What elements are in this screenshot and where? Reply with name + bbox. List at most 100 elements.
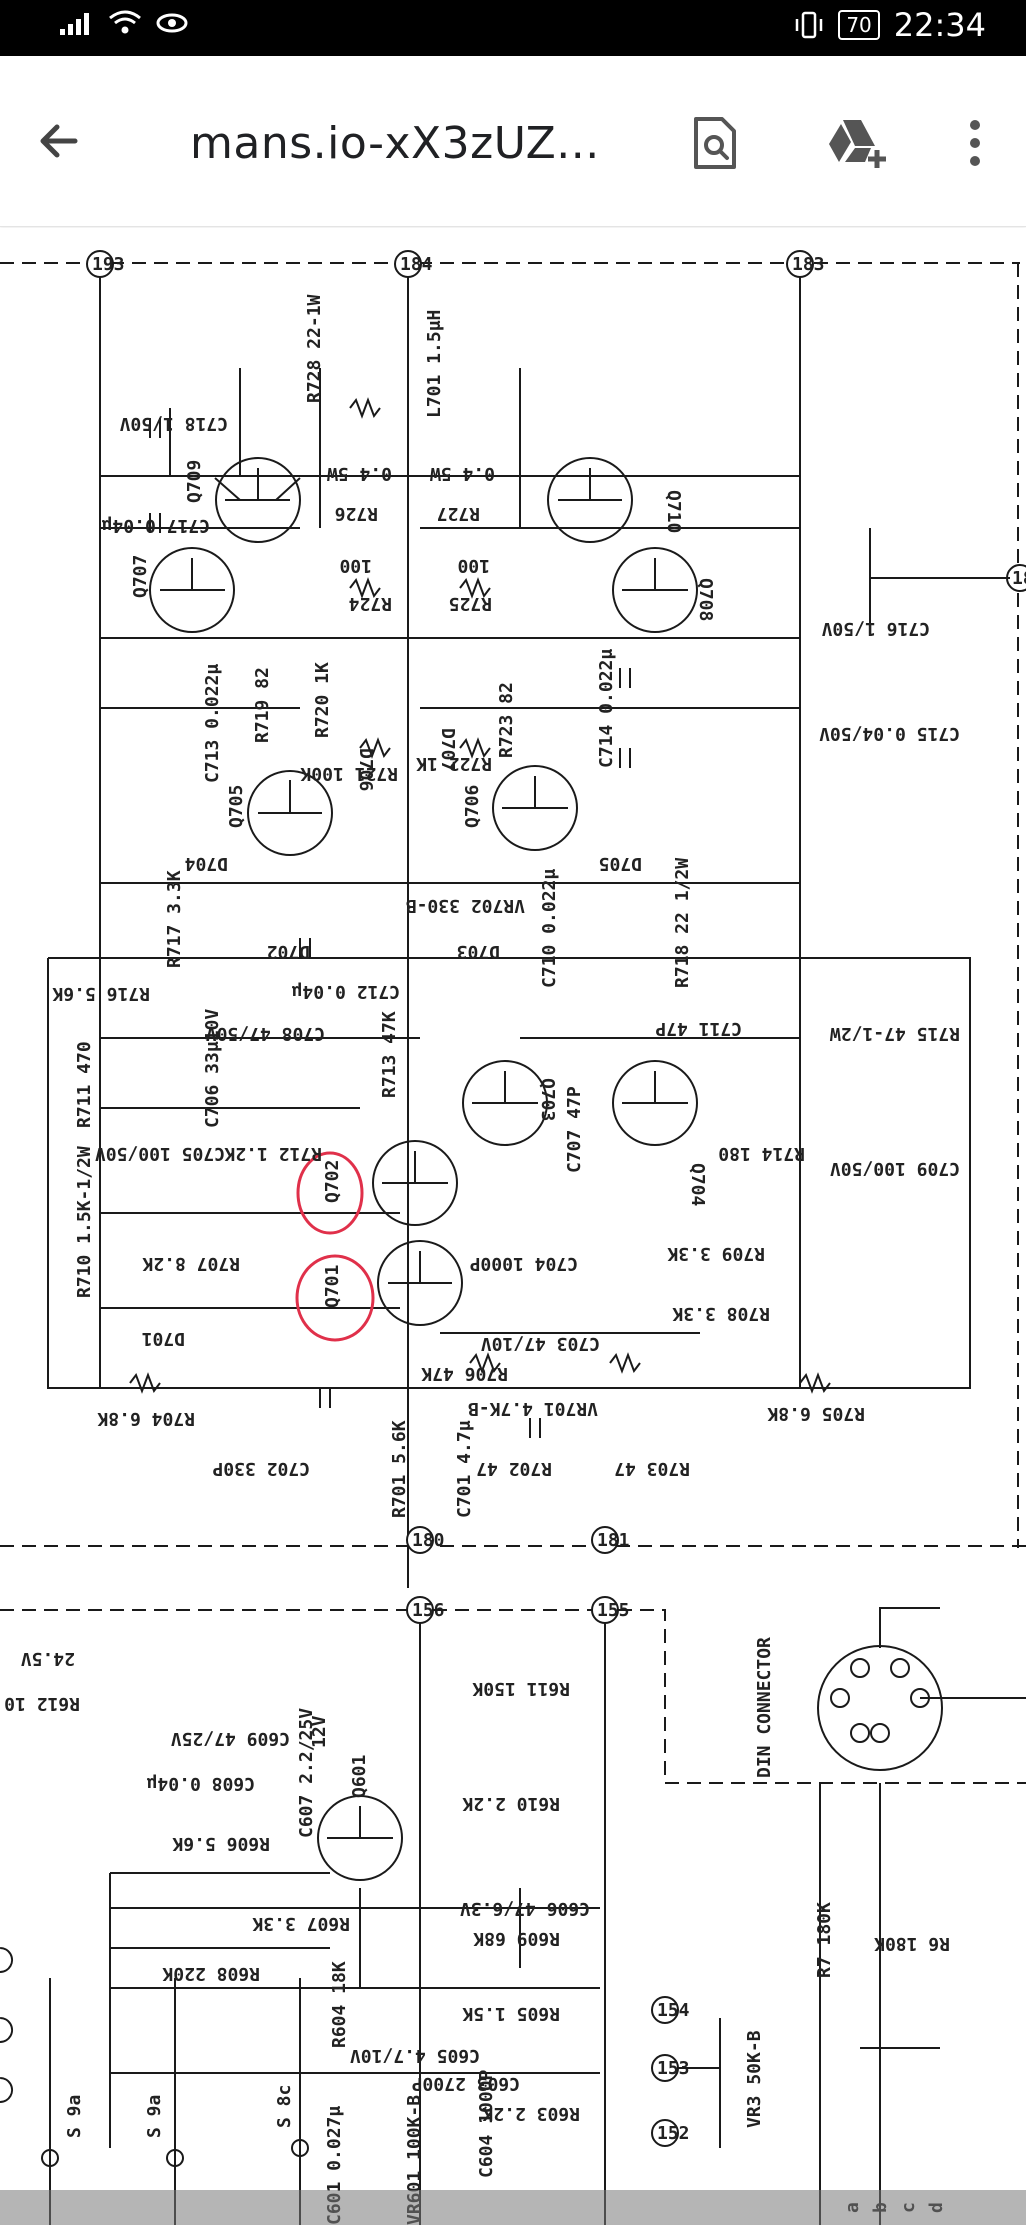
label-din: DIN CONNECTOR (754, 1637, 775, 1778)
label-l701: L701 1.5μH (424, 310, 445, 418)
label-c702: C702 330P (212, 1458, 310, 1479)
label-r608: R608 220K (162, 1963, 260, 1984)
clock: 22:34 (893, 6, 986, 44)
label-r703: R703 47 (614, 1458, 690, 1479)
label-r604: R604 18K (329, 1961, 350, 2048)
node-label-153: 153 (657, 2058, 690, 2079)
label-r726: R726 (335, 503, 378, 524)
drive-add-icon (829, 120, 886, 168)
label-d706: D706 (355, 748, 376, 791)
transistor-q701 (377, 1240, 463, 1326)
node-label-180: 180 (412, 1530, 445, 1551)
label-r712: R712 1.2K (224, 1143, 322, 1164)
label-c605: C605 4.7/10V (350, 2045, 480, 2066)
label-c717: C717 0.04μ (101, 515, 210, 536)
label-r610: R610 2.2K (462, 1793, 560, 1814)
label-w04b: 0.4 5W (430, 463, 495, 484)
label-r702: R702 47 (476, 1458, 552, 1479)
app-bar: mans.io-xX3zUZ... (0, 56, 1026, 227)
label-q705: Q705 (226, 785, 247, 828)
label-r609: R609 68K (473, 1928, 560, 1949)
node-182: 182 (1006, 564, 1026, 592)
label-w04a: 0.4 5W (327, 463, 392, 484)
label-q709: Q709 (184, 460, 205, 503)
label-r709: R709 3.3K (667, 1243, 765, 1264)
label-r718: R718 22 1/2W (672, 858, 693, 988)
signal-icon (60, 13, 89, 35)
label-q706: Q706 (462, 785, 483, 828)
label-r724: R724 (348, 593, 392, 614)
label-s9a2: S 9a (144, 2095, 165, 2138)
label-c713: C713 0.022μ (202, 664, 223, 783)
label-r704: R704 6.8K (97, 1408, 195, 1429)
label-q708: Q708 (695, 578, 716, 621)
label-r705: R705 6.8K (767, 1403, 865, 1424)
more-vert-icon (970, 120, 980, 166)
label-c708: C708 47/50V (206, 1023, 325, 1044)
label-c706: C706 33μ10V (202, 1009, 223, 1128)
label-c609: C609 47/25V (171, 1728, 290, 1749)
eye-icon (156, 13, 188, 33)
node-label-154: 154 (657, 2000, 690, 2021)
label-v24: 24.5V (21, 1648, 75, 1669)
label-c718: C718 1/50V (119, 413, 228, 434)
label-v12: 12V (309, 1715, 330, 1748)
find-in-document-button[interactable] (680, 108, 750, 178)
label-r607: R607 3.3K (252, 1913, 350, 1934)
document-search-icon (694, 117, 736, 169)
transistor-q706 (492, 765, 578, 851)
label-r714: R714 180 (718, 1143, 805, 1164)
transistor-q601 (317, 1795, 403, 1881)
transistor-q707 (149, 547, 235, 633)
label-c710: C710 0.022μ (539, 869, 560, 988)
label-r6: R6 180K (874, 1933, 950, 1954)
node-label-155: 155 (597, 1600, 630, 1621)
node-152: 152 (651, 2119, 690, 2147)
label-d704: D704 (184, 853, 228, 874)
label-q710: Q710 (663, 490, 684, 533)
label-c714: C714 0.022μ (596, 649, 617, 768)
transistor-q709 (214, 457, 301, 543)
status-bar: 70 22:34 (0, 0, 1026, 56)
label-r717: R717 3.3K (164, 870, 185, 968)
node-180: 180 (406, 1526, 445, 1554)
label-r721: R721 100K (300, 763, 398, 784)
label-r612: R612 10 (4, 1693, 80, 1714)
label-d702: D702 (267, 941, 310, 962)
label-c715: C715 0.04/50V (819, 723, 960, 744)
node-193: 193 (86, 250, 125, 278)
label-c712: C712 0.04μ (291, 981, 400, 1002)
label-r727: R727 (437, 503, 480, 524)
status-icons-right: 70 22:34 (794, 6, 986, 44)
din-connector-symbol (817, 1645, 943, 1771)
node-label-184: 184 (400, 254, 433, 275)
label-c603: C603 2700P (411, 2073, 520, 2094)
label-s9a1: S 9a (64, 2095, 85, 2138)
label-c707: C707 47P (564, 1086, 585, 1173)
label-d701: D701 (142, 1328, 185, 1349)
label-r725: R725 (449, 593, 492, 614)
add-to-drive-button[interactable] (823, 108, 893, 178)
label-r707: R707 8.2K (142, 1253, 240, 1274)
label-r706: R706 47K (421, 1363, 508, 1384)
label-c606: C606 47/6.3V (460, 1898, 590, 1919)
label-c704: C704 1000P (469, 1253, 578, 1274)
label-r715: R715 47-1/2W (830, 1023, 960, 1044)
label-r7: R7 180K (814, 1902, 835, 1978)
label-r701: R701 5.6K (389, 1420, 410, 1518)
arrow-back-icon (40, 124, 78, 158)
label-q707: Q707 (130, 555, 151, 598)
wifi-icon (109, 10, 141, 34)
more-options-button[interactable] (950, 108, 1000, 178)
back-button[interactable] (24, 106, 94, 176)
label-r708: R708 3.3K (672, 1303, 770, 1324)
label-r722: R722 1K (416, 753, 492, 774)
label-q702: Q702 (322, 1160, 343, 1203)
label-r713: R713 47K (379, 1011, 400, 1098)
schematic-diagram: 193 184 183 182 (0, 250, 1026, 2225)
node-label-193: 193 (92, 254, 125, 275)
node-label-181: 181 (597, 1530, 630, 1551)
label-c701: C701 4.7μ (454, 1420, 475, 1518)
document-viewer[interactable]: 193 184 183 182 (0, 228, 1026, 2225)
label-r603: R603 2.2K (482, 2103, 580, 2124)
